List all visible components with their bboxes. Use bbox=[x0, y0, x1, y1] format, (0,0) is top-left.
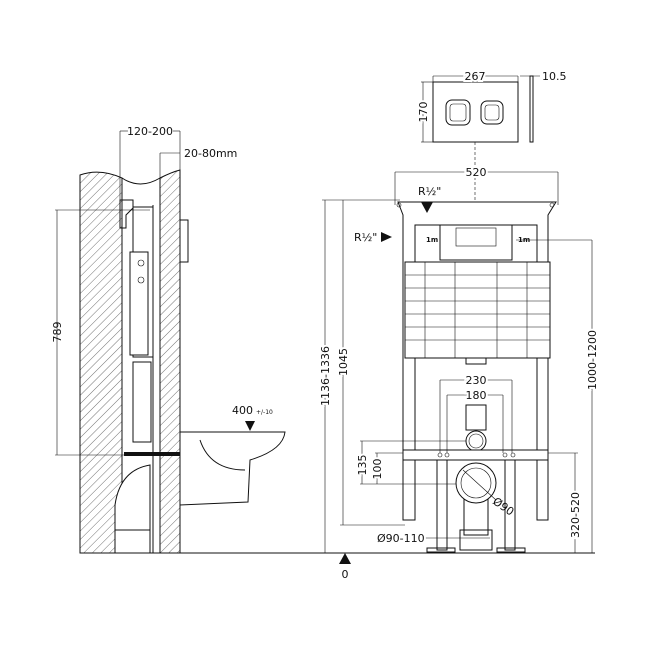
flush-plate-edge bbox=[529, 75, 534, 143]
flush-button-large bbox=[445, 99, 471, 126]
fix-230-label: 230 bbox=[466, 374, 487, 387]
frame-width-label: 520 bbox=[466, 166, 487, 179]
cross-bar bbox=[402, 449, 549, 461]
seat-height-label: 400 bbox=[232, 404, 253, 417]
dim-135-label: 135 bbox=[356, 455, 369, 476]
inlet-side-label: R½" bbox=[354, 231, 377, 244]
inlet-top-label: R½" bbox=[418, 185, 441, 198]
height-range-label: 1136-1336 bbox=[319, 346, 332, 406]
height-1045-label: 1045 bbox=[337, 348, 350, 376]
seat-height-arrow bbox=[245, 421, 255, 431]
waste-height-label: 320-520 bbox=[569, 492, 582, 538]
cistern-front bbox=[404, 261, 551, 359]
floor-level-arrow bbox=[339, 553, 351, 564]
flush-button-small bbox=[480, 100, 504, 125]
plate-thickness-label: 10.5 bbox=[542, 70, 567, 83]
flush-plate-side bbox=[179, 219, 189, 263]
valve-label-left: 1m bbox=[426, 236, 438, 244]
inlet-side-arrow bbox=[381, 232, 392, 242]
inlet-top-arrow bbox=[421, 202, 433, 213]
frame-outer bbox=[397, 201, 557, 521]
cistern-ribs bbox=[405, 262, 550, 358]
rear-wall bbox=[79, 171, 123, 554]
dim-100-label: 100 bbox=[371, 459, 384, 480]
drain-diameter-label: Ø90-110 bbox=[377, 532, 425, 545]
waste-outlet bbox=[455, 462, 497, 504]
height-1000-1200-label: 1000-1200 bbox=[586, 330, 599, 390]
floor-level-label: 0 bbox=[342, 568, 349, 581]
side-view: 120-200 20-80mm 789 400 +/-10 bbox=[51, 125, 286, 554]
plate-height-label: 170 bbox=[417, 102, 430, 123]
seat-tolerance-label: +/-10 bbox=[256, 409, 273, 416]
valve-housing bbox=[439, 224, 513, 261]
leg-left bbox=[436, 459, 448, 551]
wall-cover-label: 20-80mm bbox=[184, 147, 237, 160]
front-wall bbox=[159, 169, 181, 554]
depth-range-label: 120-200 bbox=[127, 125, 173, 138]
fix-180-label: 180 bbox=[466, 389, 487, 402]
front-view: 267 10.5 170 520 1m 1m bbox=[317, 68, 601, 581]
plate-width-label: 267 bbox=[465, 70, 486, 83]
leg-right bbox=[504, 459, 516, 551]
height-789-label: 789 bbox=[51, 322, 64, 343]
waste-pipe-marker bbox=[124, 452, 189, 456]
